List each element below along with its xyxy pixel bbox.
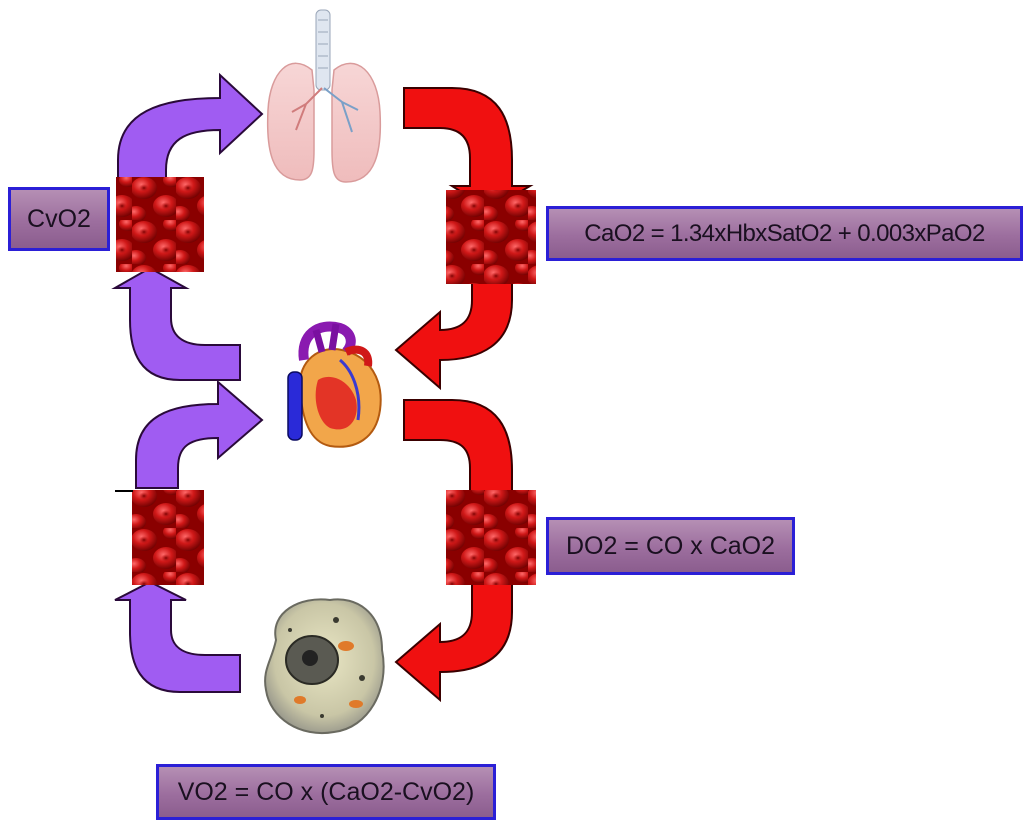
cell-icon [265,599,384,733]
venous-arrow-to-lungs [118,75,262,185]
venous-arrow-from-cell [115,582,240,692]
lungs-icon [268,10,381,182]
red-blood-cells-icon [446,190,536,284]
venous-arrow-to-heart [136,382,262,488]
do2-formula-label: DO2 = CO x CaO2 [546,517,795,575]
red-blood-cells-icon [132,490,204,585]
arterial-arrow-to-cell [396,584,512,700]
cao2-formula-label: CaO2 = 1.34xHbxSatO2 + 0.003xPaO2 [546,206,1023,261]
red-blood-cells-icon [446,490,536,585]
arterial-arrow-to-heart [396,272,512,388]
red-blood-cells-icon [116,177,204,272]
cvo2-label: CvO2 [8,187,110,251]
heart-icon [288,324,381,447]
vo2-formula-label: VO2 = CO x (CaO2-CvO2) [156,764,496,820]
venous-arrow-from-heart-to-upper-rbc [115,268,240,380]
